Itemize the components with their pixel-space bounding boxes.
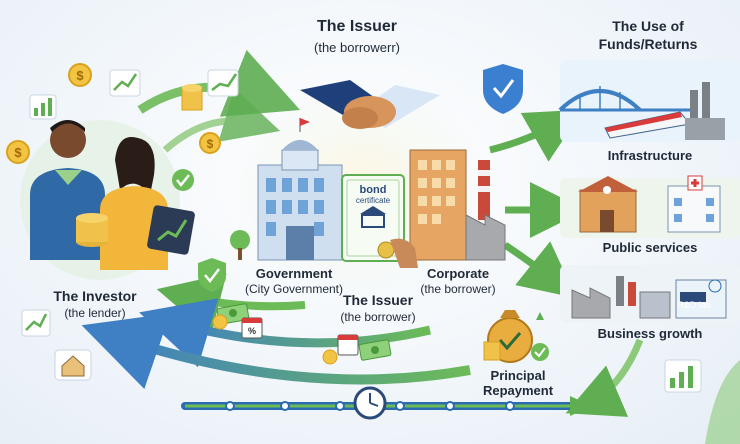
bond-certificate-line1: bond: [359, 184, 387, 196]
category-infrastructure: Infrastructure: [607, 148, 693, 163]
government-title: Government: [255, 266, 333, 281]
coin-stack-icon: [76, 213, 108, 247]
issuer-bottom-subtitle: (the borrower): [340, 310, 416, 324]
government-subtitle: (City Government): [244, 282, 344, 296]
tablet-chart-icon: [147, 205, 195, 255]
money-bag-icon: [483, 310, 549, 363]
money-bills-icon: [212, 303, 250, 330]
repayment-line2: Repayment: [482, 383, 554, 398]
lab-sign: R&D lab: [677, 300, 711, 310]
arrow-to-infrastructure: [489, 109, 584, 162]
bond-certificate-line2: certificate: [355, 196, 391, 205]
arrow-to-repayment: [565, 338, 644, 417]
arrow-to-business-growth: [503, 241, 577, 299]
corporate-building-illustration: [409, 149, 506, 261]
coin-stack-icon: [181, 84, 203, 111]
infrastructure-illustration: [558, 60, 740, 142]
bond-certificate-illustration: [341, 174, 418, 268]
arrow-issuer-to-investor: [139, 298, 432, 368]
check-bubble-icon: [172, 169, 194, 191]
bank-icon: [360, 206, 386, 228]
issuer-bottom-title: The Issuer: [342, 292, 414, 308]
svg-text:$: $: [207, 137, 214, 151]
svg-text:%: %: [248, 326, 256, 336]
category-business-growth: Business growth: [597, 326, 703, 341]
government-building-illustration: [230, 118, 343, 261]
shield-check-icon: [198, 258, 226, 292]
dollar-coin-icon: $: [6, 140, 30, 164]
business-growth-illustration: [560, 265, 740, 323]
house-icon: [54, 349, 92, 381]
money-bills-icon: [322, 339, 392, 365]
calendar-icon: %: [241, 317, 263, 339]
growth-chart-icon: [664, 359, 702, 393]
svg-text:$: $: [76, 68, 84, 83]
investor-subtitle: (the lender): [64, 306, 126, 320]
repayment-line1: Principal: [490, 368, 546, 383]
issuer-top-title: The Issuer: [316, 18, 398, 35]
dollar-coin-icon: $: [68, 63, 92, 87]
growth-chart-icon: [29, 94, 57, 120]
growth-chart-icon: [207, 69, 239, 97]
corporate-subtitle: (the borrower): [420, 282, 496, 296]
investor-couple-illustration: [30, 120, 195, 270]
investor-title: The Investor: [53, 288, 137, 304]
timeline: [181, 386, 592, 420]
plant-decoration: [705, 360, 740, 444]
clock-icon: [353, 386, 387, 420]
growth-chart-icon: [21, 309, 51, 337]
dollar-coin-icon: $: [199, 132, 221, 154]
arrow-investor-to-issuer-2: [162, 88, 281, 153]
category-public-services: Public services: [602, 240, 698, 255]
use-of-funds-title-line1: The Use of: [612, 18, 684, 34]
shield-check-icon: [483, 64, 523, 114]
svg-text:$: $: [14, 145, 22, 160]
calendar-icon: [337, 334, 359, 356]
use-of-funds-title-line2: Funds/Returns: [598, 36, 698, 52]
arrow-repayment-to-investor: [81, 313, 471, 390]
issuer-top-subtitle: (the borrowerr): [314, 40, 400, 55]
public-services-illustration: [560, 175, 740, 238]
handshake-icon: [300, 80, 440, 129]
corporate-title: Corporate: [426, 266, 490, 281]
growth-chart-icon: [109, 69, 141, 97]
